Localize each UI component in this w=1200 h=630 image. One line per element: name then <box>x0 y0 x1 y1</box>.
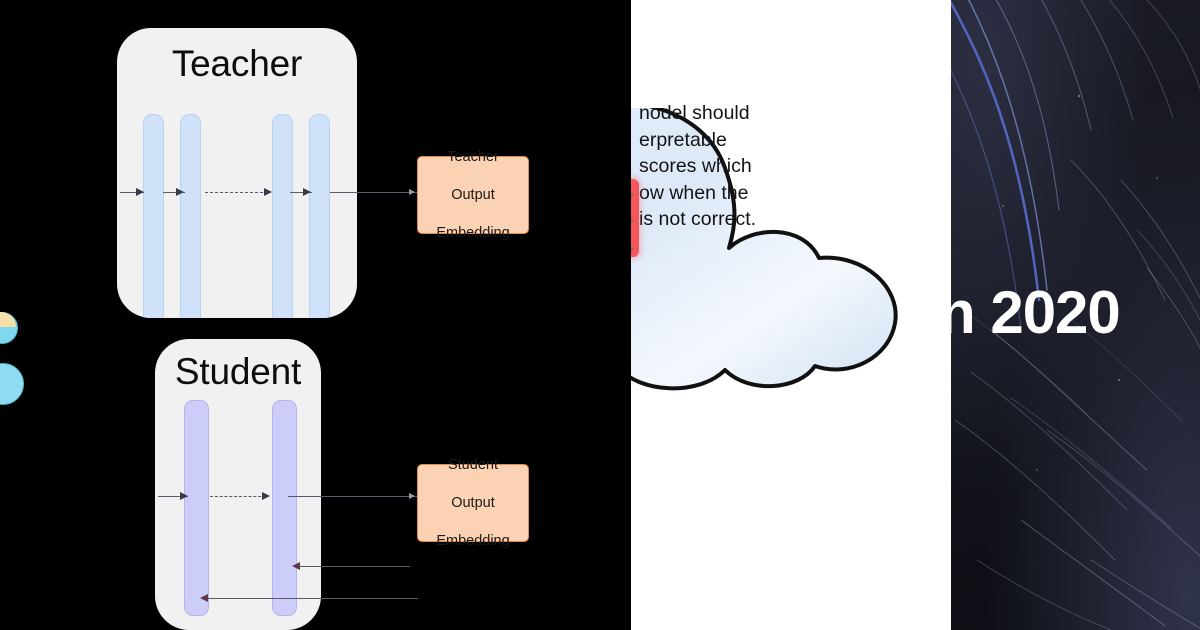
teacher-flow-arrow <box>264 188 272 196</box>
student-layer-bar <box>272 400 297 616</box>
student-output-line-3: Embedding <box>436 532 510 549</box>
chip-bullet-arrow <box>631 218 634 224</box>
teacher-layer-bar <box>143 114 164 318</box>
cloud-text-line-2: erpretable <box>639 128 727 151</box>
teacher-title: Teacher <box>171 43 303 84</box>
student-feedback-line-upper <box>300 566 410 567</box>
panel-diagram: Teacher Teacher Output Embedding St <box>0 28 529 630</box>
student-output-embedding-box: Student Output Embedding <box>417 457 529 549</box>
student-feedback-arrow-upper <box>292 562 300 570</box>
panel-stars: n 2020 <box>951 0 1200 630</box>
teacher-flow-dashed <box>205 192 268 193</box>
cloud-text-line-3: scores which <box>639 155 752 177</box>
chip-bullet-arrow <box>631 246 634 252</box>
teacher-flow-line-3 <box>290 192 312 193</box>
teacher-output-line-1: Teacher <box>447 148 499 165</box>
cloud-text-block: nodel should erpretable scores which ow … <box>639 100 891 233</box>
teacher-card: Teacher <box>117 28 357 318</box>
student-output-line-1: Student <box>447 456 498 473</box>
teacher-layer-bar <box>272 114 293 318</box>
student-flow-arrow <box>262 492 270 500</box>
edge-circle-1-wedge <box>0 312 16 327</box>
teacher-layer-bar <box>180 114 201 318</box>
student-flow-arrow <box>180 492 188 500</box>
student-feedback-arrow-lower <box>200 594 208 602</box>
student-flow-dashed <box>210 496 266 497</box>
teacher-output-arrow <box>409 189 415 195</box>
star-trails-graphic <box>951 0 1200 630</box>
panel-cloud: nodel should erpretable scores which ow … <box>631 0 951 630</box>
teacher-layer-bar <box>309 114 330 318</box>
teacher-flow-arrow <box>176 188 184 196</box>
teacher-flow-arrow <box>303 188 311 196</box>
student-feedback-line-lower <box>208 598 418 599</box>
teacher-output-line-3: Embedding <box>436 224 510 241</box>
cloud-text-line-5: is not correct. <box>639 208 757 230</box>
teacher-flow-arrow <box>136 188 144 196</box>
student-flow-line-out <box>288 496 418 497</box>
chip-bullet-arrow <box>631 192 634 198</box>
student-layer-bar <box>184 400 209 616</box>
red-highlight-chip <box>631 179 639 257</box>
cloud-text-line-4: ow when the <box>639 181 749 204</box>
teacher-output-line-2: Output <box>451 186 495 203</box>
student-flow-line-in <box>158 496 188 497</box>
edge-circle-2 <box>0 363 24 405</box>
cloud-text-line-1: nodel should <box>639 102 750 124</box>
student-output-arrow <box>409 493 415 499</box>
teacher-flow-line-2 <box>163 192 185 193</box>
student-card: Student <box>155 339 321 630</box>
teacher-flow-line-in <box>120 192 144 193</box>
student-output-line-2: Output <box>451 494 495 511</box>
teacher-output-embedding-box: Teacher Output Embedding <box>417 149 529 241</box>
cloud-shape <box>631 101 933 393</box>
stars-title: n 2020 <box>951 279 1121 346</box>
teacher-flow-line-out <box>330 192 418 193</box>
student-title: Student <box>174 351 302 392</box>
